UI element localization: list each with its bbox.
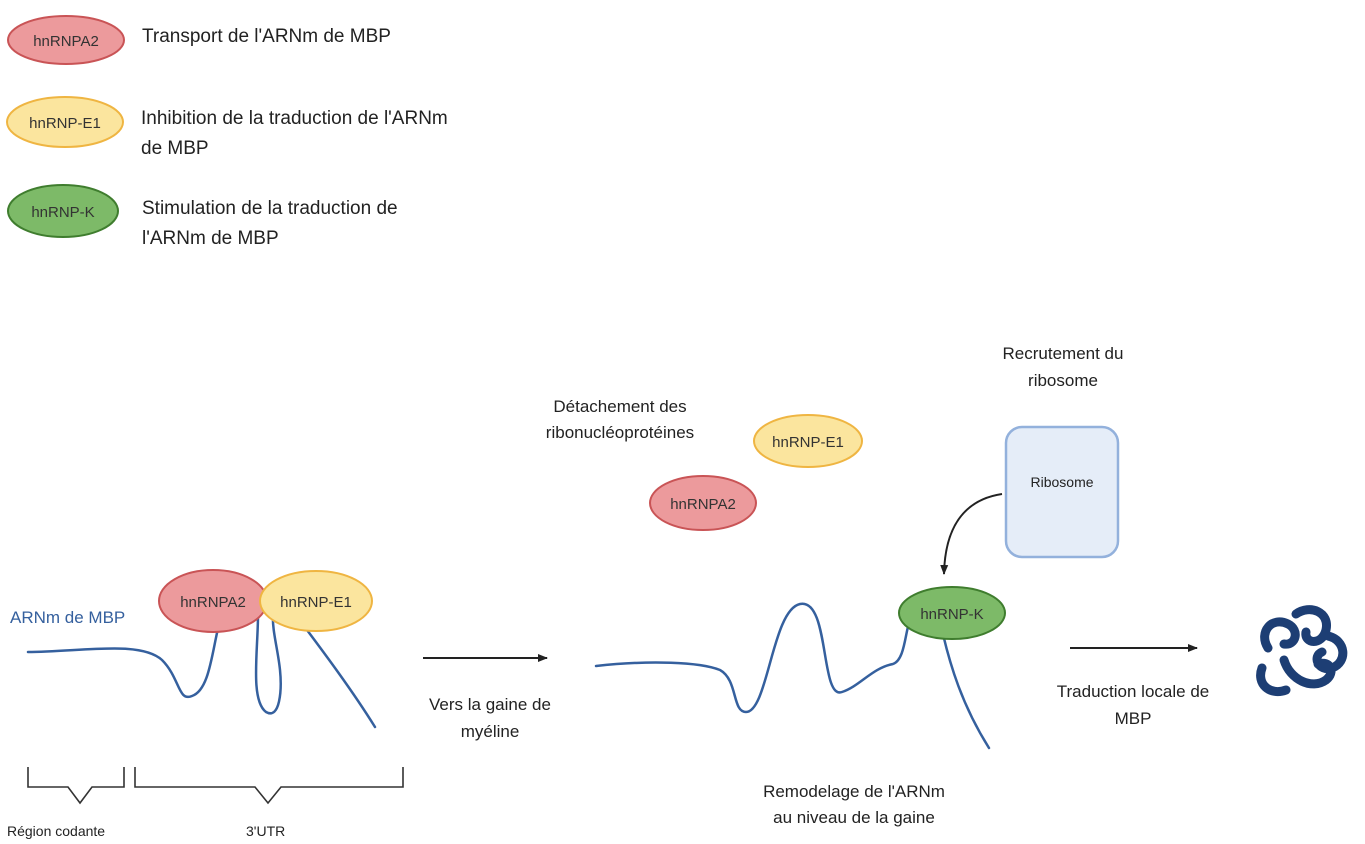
legend-item-hnrnp-k: hnRNP-K Stimulation de la traduction de … xyxy=(7,184,398,249)
step-2-line-1: Traduction locale de xyxy=(1057,682,1209,701)
legend-protein-label: hnRNP-E1 xyxy=(29,115,101,132)
legend-item-hnrnpa2: hnRNPA2 Transport de l'ARNm de MBP xyxy=(7,15,391,65)
legend-description: Transport de l'ARNm de MBP xyxy=(142,26,391,47)
hnrnpa2-free xyxy=(649,475,757,531)
legend-description: Stimulation de la traduction de xyxy=(142,198,398,219)
ribosome-label: Ribosome xyxy=(1030,474,1093,490)
bracket-coding-region xyxy=(27,767,125,805)
legend-description: Inhibition de la traduction de l'ARNm xyxy=(141,108,448,129)
mrna-tail-right xyxy=(940,628,991,750)
legend: hnRNPA2 Transport de l'ARNm de MBP hnRNP… xyxy=(6,15,448,249)
curved-arrow-icon xyxy=(940,493,1003,575)
detached-title-line-2: ribonucléoprotéines xyxy=(546,423,694,442)
mrna-strand-right xyxy=(594,602,912,714)
bracket-label-coding: Région codante xyxy=(7,823,105,839)
step-1-line-1: Vers la gaine de xyxy=(429,695,551,714)
detached-proteins: Détachement des ribonucléoprotéines hnRN… xyxy=(546,397,863,531)
ribosome-recruitment: Recrutement du ribosome Ribosome xyxy=(940,344,1124,575)
rna-label: ARNm de MBP xyxy=(10,608,125,627)
bracket-label-3utr: 3'UTR xyxy=(246,823,285,839)
hnrnp-e1-free-label: hnRNP-E1 xyxy=(772,434,844,451)
hnrnp-e1-free xyxy=(753,414,863,468)
hnrnp-e1-bound-label: hnRNP-E1 xyxy=(280,594,352,611)
right-panel: hnRNP-K Remodelage de l'ARNm au niveau d… xyxy=(594,586,1006,827)
left-panel: ARNm de MBP hnRNPA2 hnRNP-E1 Région coda… xyxy=(7,569,404,839)
recruit-title-line-1: Recrutement du xyxy=(1003,344,1124,363)
hnrnp-k-bound xyxy=(898,586,1006,640)
legend-protein-label: hnRNP-K xyxy=(31,204,94,221)
mrna-strand-left xyxy=(26,618,222,699)
step-2-line-2: MBP xyxy=(1115,709,1152,728)
mrna-hairpin xyxy=(254,613,282,715)
mrna-tail-left xyxy=(302,624,377,729)
bracket-3utr xyxy=(134,767,404,805)
hnrnpa2-free-label: hnRNPA2 xyxy=(670,496,736,513)
recruit-title-line-2: ribosome xyxy=(1028,371,1098,390)
hnrnp-k-legend-oval xyxy=(7,184,119,238)
ribosome-box xyxy=(1004,425,1120,559)
hnrnpa2-bound-label: hnRNPA2 xyxy=(180,594,246,611)
remodel-caption-line-2: au niveau de la gaine xyxy=(773,808,935,827)
hnrnp-e1-bound xyxy=(259,570,373,632)
folded-protein-icon xyxy=(1256,605,1348,696)
remodel-caption-line-1: Remodelage de l'ARNm xyxy=(763,782,945,801)
legend-description: de MBP xyxy=(141,138,209,159)
step-1-line-2: myéline xyxy=(461,722,520,741)
detached-title-line-1: Détachement des xyxy=(553,397,686,416)
hnrnp-e1-legend-oval xyxy=(6,96,124,148)
hnrnpa2-legend-oval xyxy=(7,15,125,65)
legend-protein-label: hnRNPA2 xyxy=(33,33,99,50)
legend-description: l'ARNm de MBP xyxy=(142,228,279,249)
hnrnp-k-bound-label: hnRNP-K xyxy=(920,606,983,623)
legend-item-hnrnp-e1: hnRNP-E1 Inhibition de la traduction de … xyxy=(6,96,448,159)
